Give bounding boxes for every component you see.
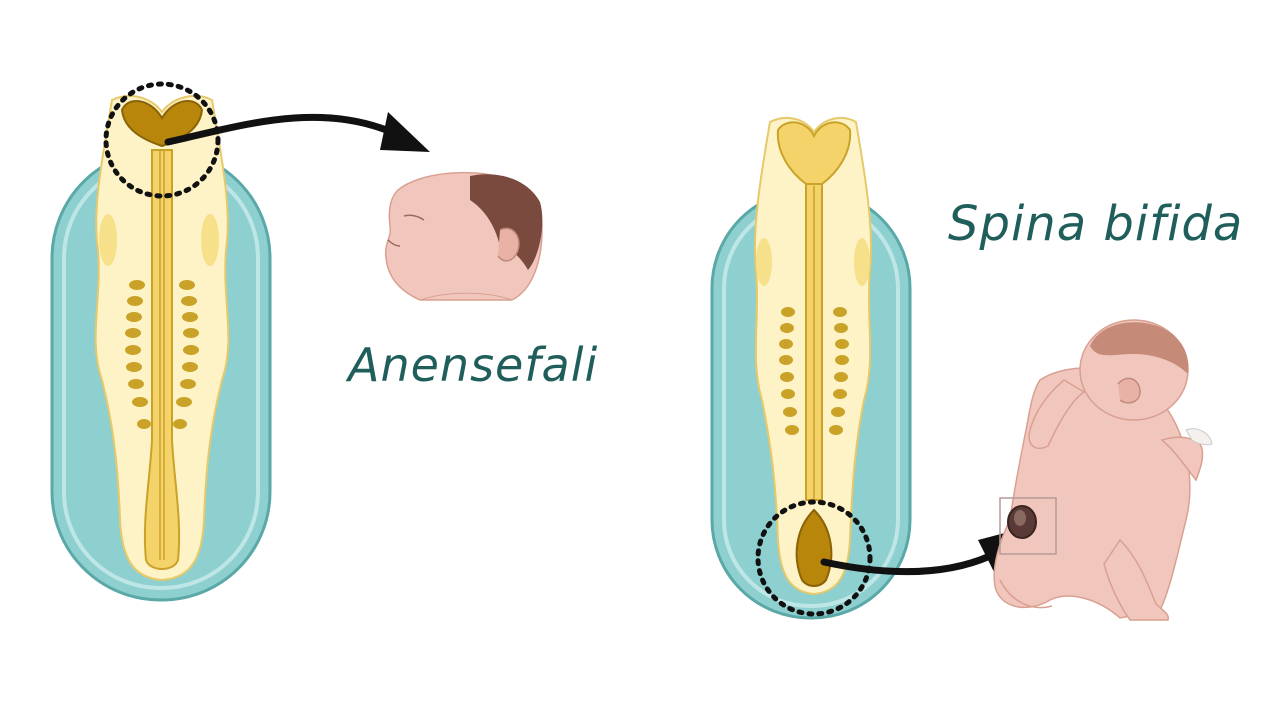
right-embryo-somites: [779, 307, 849, 435]
anencephaly-infant-head-icon: [384, 171, 543, 301]
spina-bifida-infant-icon: [993, 319, 1213, 621]
spina-bifida-label: Spina bifida: [948, 196, 1244, 252]
right-embryo-fold-left: [756, 238, 772, 286]
left-embryo-neural-tube-icon: [50, 81, 272, 602]
left-embryo-somites: [125, 280, 199, 429]
left-embryo-tube-canal: [159, 150, 165, 560]
right-embryo-neural-tube-icon: [710, 116, 912, 620]
left-embryo-fold-right: [201, 214, 219, 266]
right-embryo-fold-right: [854, 238, 870, 286]
left-embryo-open-head-defect: [120, 100, 204, 148]
right-embryo-neural-brain: [776, 121, 852, 185]
anencephaly-label: Anensefali: [348, 338, 599, 392]
right-dotted-circle-icon: [755, 499, 873, 617]
left-embryo-neural-tube: [143, 149, 181, 570]
left-dotted-circle-icon: [103, 81, 221, 199]
left-curved-arrow-icon: [164, 112, 430, 152]
left-embryo-fold-left: [99, 214, 117, 266]
right-embryo-open-spine-defect: [795, 508, 833, 587]
spina-bifida-lesion-frame: [999, 497, 1057, 555]
